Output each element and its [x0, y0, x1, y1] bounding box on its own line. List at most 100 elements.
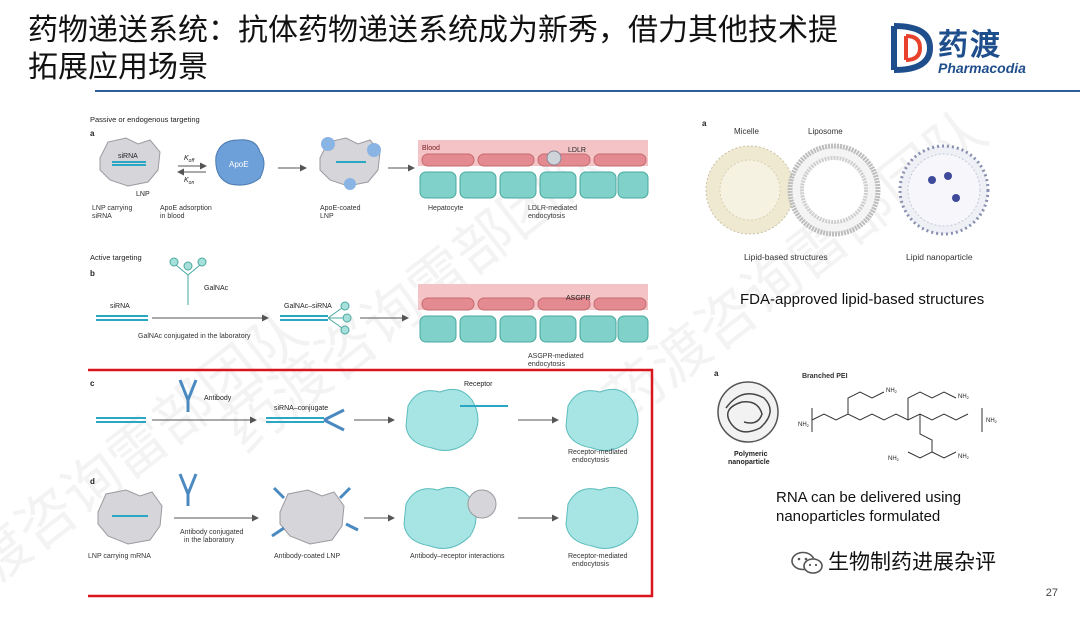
- antibody-icon: [178, 473, 198, 506]
- rna-caption-line-2: nanoparticles formulated: [776, 508, 941, 525]
- title-line-2: 拓展应用场景: [28, 50, 208, 85]
- antibody-receptor-label: Antibody–receptor interactions: [410, 553, 505, 560]
- lnp-at-cell: [546, 150, 562, 166]
- nanoparticle-label: nanoparticle: [728, 459, 770, 466]
- asgpr-mediated-label: ASGPR-mediated: [528, 353, 584, 360]
- pei-panel-letter: a: [714, 369, 719, 378]
- branched-pei-label: Branched PEI: [802, 373, 848, 380]
- lnp-carrying-label: LNP carrying: [92, 205, 132, 212]
- sirna-strand: [96, 315, 148, 321]
- polymeric-label: Polymeric: [734, 451, 768, 458]
- slide-title: 药物递送系统：抗体药物递送系统成为新秀，借力其他技术提 拓展应用场景: [28, 12, 878, 86]
- nh2-label: NH2: [886, 388, 898, 394]
- lnp-cargo: [944, 172, 952, 180]
- ldlr-mediated-label-2: endocytosis: [528, 213, 565, 220]
- lipid-structures-figure: a Micelle Liposome Lipid-based structure…: [702, 119, 990, 262]
- panel-c-letter: c: [90, 379, 95, 388]
- ldlr-mediated-label: LDLR-mediated: [528, 205, 577, 212]
- pei-figure: a Branched PEI Polymeric nanoparticle NH…: [714, 369, 998, 466]
- lnp-cargo: [928, 176, 936, 184]
- wechat-badge: 生物制药进展杂评: [790, 546, 996, 576]
- lnp-inner: [907, 153, 981, 227]
- antibody-conjugated-label-2: in the laboratory: [184, 537, 235, 544]
- panel-d-letter: d: [90, 477, 95, 486]
- galnac-ligand: [169, 257, 207, 305]
- target-cell: [405, 388, 479, 451]
- title-line-1: 药物递送系统：抗体药物递送系统成为新秀，借力其他技术提: [28, 13, 838, 48]
- lipid-panel-letter: a: [702, 119, 707, 128]
- apoe-blob: [367, 143, 381, 157]
- apoe-blob: [321, 137, 335, 151]
- title-rule: [95, 90, 1080, 92]
- antibody-icon: [178, 379, 198, 412]
- asgpr-label: ASGPR: [566, 295, 591, 302]
- sirna-label-b: siRNA: [110, 303, 130, 310]
- hepatocytes-b: [419, 315, 649, 343]
- sirna-strand: [96, 417, 146, 423]
- blood-label: Blood: [422, 145, 440, 152]
- target-cell-d-endocytosed: [565, 486, 639, 549]
- galnac-sirna-label: GalNAc–siRNA: [284, 303, 332, 310]
- sirna-strand: [112, 161, 146, 166]
- antibody-conjugated-label: Antibody conjugated: [180, 529, 244, 536]
- nh2-label: NH2: [958, 454, 970, 460]
- logo-cn-text: 药渡: [938, 28, 1002, 63]
- liposome-label: Liposome: [808, 127, 843, 136]
- receptor-mediated-label-c-2: endocytosis: [572, 457, 609, 464]
- antibody-label: Antibody: [204, 395, 232, 402]
- sirna-conjugate-label: siRNA–conjugate: [274, 405, 328, 412]
- apoe-adsorption-label-2: in blood: [160, 213, 185, 220]
- pharmacodia-logo: 药渡 Pharmacodia: [890, 22, 1050, 82]
- sirna-label: siRNA: [118, 153, 138, 160]
- ldlr-label: LDLR: [568, 147, 586, 154]
- bound-lnp: [467, 489, 497, 519]
- receptor-label: Receptor: [464, 381, 493, 388]
- micelle-core: [719, 159, 781, 221]
- antibody-coated-lnp: [279, 489, 345, 545]
- nh2-label: NH2: [958, 394, 970, 400]
- antibody-coated-lnp-label: Antibody-coated LNP: [274, 553, 340, 560]
- lipid-nanoparticle-label: Lipid nanoparticle: [906, 252, 973, 262]
- endothelial-cells-b: [421, 297, 647, 311]
- polymeric-nanoparticle: [717, 381, 779, 443]
- galnac-sirna-conjugate: [280, 301, 352, 335]
- lnp-label: LNP: [136, 191, 150, 198]
- logo-mark-icon: [891, 23, 934, 73]
- page-number: 27: [1045, 587, 1058, 599]
- micelle-label: Micelle: [734, 127, 759, 136]
- lnp-antibodies: [271, 486, 359, 538]
- lipid-based-label: Lipid-based structures: [744, 252, 828, 262]
- rna-caption: RNA can be delivered using nanoparticles…: [776, 488, 961, 526]
- active-heading: Active targeting: [90, 253, 142, 262]
- polymer-coil: [725, 393, 771, 433]
- receptor-mediated-label-d: Receptor-mediated: [568, 553, 628, 560]
- nh2-label: NH2: [986, 418, 998, 424]
- panel-a-letter: a: [90, 129, 95, 138]
- koff-label: Koff: [184, 155, 195, 164]
- nh2-label: NH2: [798, 422, 810, 428]
- apoe-label: ApoE: [229, 160, 249, 169]
- lnp-carrying-label-2: siRNA: [92, 213, 112, 220]
- asgpr-mediated-label-2: endocytosis: [528, 361, 565, 368]
- receptor-mediated-label-d-2: endocytosis: [572, 561, 609, 568]
- apoe-protein: [215, 139, 265, 186]
- logo-en-text: Pharmacodia: [938, 60, 1026, 76]
- hepatocyte-label: Hepatocyte: [428, 205, 464, 212]
- apoe-coated-label-2: LNP: [320, 213, 334, 220]
- liposome-inner: [800, 156, 868, 224]
- sirna-conjugate: [266, 408, 345, 432]
- kon-label: Kon: [184, 177, 194, 186]
- fda-caption: FDA-approved lipid-based structures: [740, 291, 985, 308]
- lnp-cargo: [952, 194, 960, 202]
- targeting-figure: Passive or endogenous targeting a siRNA …: [88, 115, 654, 598]
- wechat-account: 生物制药进展杂评: [828, 550, 996, 574]
- wechat-icon: [791, 551, 823, 574]
- apoe-coated-label: ApoE-coated: [320, 205, 361, 212]
- receptor-mediated-label-c: Receptor-mediated: [568, 449, 628, 456]
- galnac-label: GalNAc: [204, 285, 229, 292]
- passive-heading: Passive or endogenous targeting: [90, 115, 200, 124]
- nh2-label: NH2: [888, 456, 900, 462]
- target-cell-endocytosed: [565, 388, 639, 451]
- rna-caption-line-1: RNA can be delivered using: [776, 489, 962, 506]
- apoe-adsorption-label: ApoE adsorption: [160, 205, 212, 212]
